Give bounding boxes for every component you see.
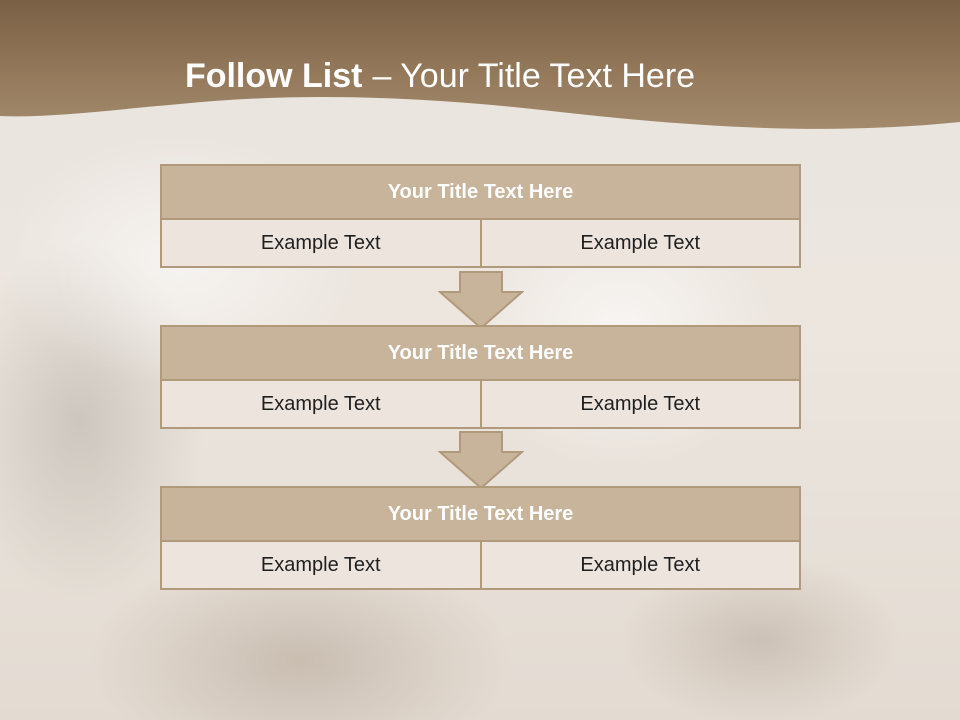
- block-cell-left: Example Text: [160, 379, 482, 429]
- list-block-2: Your Title Text Here Example Text Exampl…: [160, 325, 801, 429]
- slide-title: Follow List– Your Title Text Here: [0, 56, 920, 96]
- block-cell-right: Example Text: [479, 379, 801, 429]
- list-block-1: Your Title Text Here Example Text Exampl…: [160, 164, 801, 268]
- block-cell-left: Example Text: [160, 218, 482, 268]
- block-row: Example Text Example Text: [160, 218, 801, 268]
- block-cell-right: Example Text: [479, 218, 801, 268]
- title-rest: – Your Title Text Here: [372, 57, 696, 95]
- block-cell-left: Example Text: [160, 540, 482, 590]
- block-cell-right: Example Text: [479, 540, 801, 590]
- header-band: [0, 0, 960, 129]
- block-title: Your Title Text Here: [160, 325, 801, 381]
- block-row: Example Text Example Text: [160, 540, 801, 590]
- block-row: Example Text Example Text: [160, 379, 801, 429]
- down-arrow-icon: [438, 431, 524, 490]
- list-block-3: Your Title Text Here Example Text Exampl…: [160, 486, 801, 590]
- block-title: Your Title Text Here: [160, 164, 801, 220]
- block-title: Your Title Text Here: [160, 486, 801, 542]
- title-bold: Follow List: [184, 57, 363, 95]
- down-arrow-icon: [438, 271, 524, 330]
